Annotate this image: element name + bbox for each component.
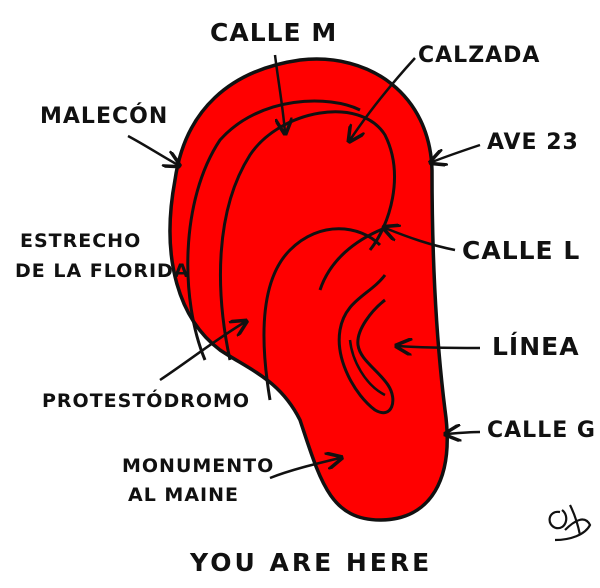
arrow-ave-23 — [432, 143, 481, 162]
antihelix-line — [262, 227, 382, 401]
caption-you-are-here: YOU ARE HERE — [190, 548, 433, 577]
label-ave-23: AVE 23 — [487, 130, 579, 155]
label-monumento-line2: AL MAINE — [128, 484, 239, 506]
helix-outer-line — [186, 99, 361, 361]
label-malecon: MALECÓN — [40, 104, 169, 129]
arrow-calle-l — [385, 228, 456, 252]
arrow-calzada — [350, 57, 416, 140]
helix-inner-line — [218, 110, 396, 361]
arrow-monumento — [269, 458, 340, 480]
arrow-calle-g — [447, 432, 481, 434]
concha-line — [337, 274, 395, 414]
label-linea: LÍNEA — [492, 332, 580, 361]
label-estrecho-line2: DE LA FLORIDA — [15, 260, 190, 282]
label-protestodromo: PROTESTÓDROMO — [42, 390, 251, 412]
signature-scribble — [548, 504, 592, 542]
label-calzada: CALZADA — [418, 43, 541, 68]
arrow-linea — [398, 346, 481, 348]
label-estrecho-line1: ESTRECHO — [20, 230, 142, 252]
ear-shape — [168, 57, 449, 522]
label-calle-m: CALLE M — [210, 18, 338, 47]
crus-line — [318, 226, 386, 291]
label-monumento-line1: MONUMENTO — [122, 455, 275, 477]
label-calle-g: CALLE G — [487, 418, 596, 443]
arrow-calle-m — [273, 54, 285, 132]
arrow-malecon — [127, 134, 178, 165]
canal-line — [348, 339, 386, 397]
label-calle-l: CALLE L — [462, 236, 581, 265]
arrow-protestodromo — [159, 322, 245, 382]
